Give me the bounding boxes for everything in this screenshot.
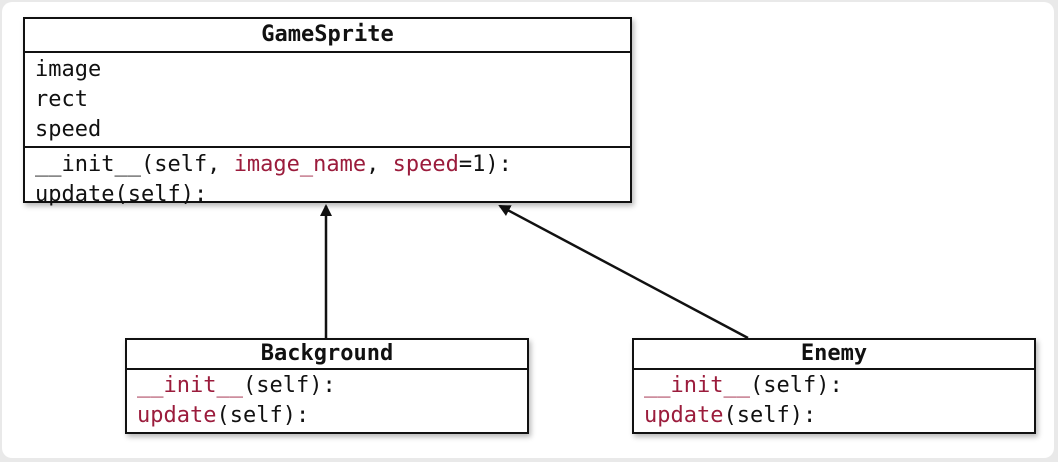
method-args: (self): bbox=[242, 373, 336, 398]
method-section: __init__(self): update(self): bbox=[127, 370, 527, 433]
method-update: update(self): bbox=[35, 180, 630, 210]
class-name: GameSprite bbox=[25, 19, 630, 53]
method-text: update(self): bbox=[35, 182, 208, 207]
method-init: __init__(self, image_name, speed=1): bbox=[35, 150, 630, 180]
method-section: __init__(self, image_name, speed=1): upd… bbox=[25, 146, 630, 212]
attribute-rect: rect bbox=[35, 87, 88, 112]
method-section: __init__(self): update(self): bbox=[634, 370, 1034, 433]
class-enemy: Enemy __init__(self): update(self): bbox=[632, 338, 1036, 434]
attribute-image: image bbox=[35, 57, 102, 82]
class-name: Background bbox=[127, 340, 527, 370]
method-init: __init__(self): bbox=[644, 371, 1034, 401]
method-text: __init__(self, bbox=[35, 152, 234, 177]
enemy-inheritance-arrow bbox=[498, 204, 749, 340]
method-update: update(self): bbox=[644, 401, 1034, 431]
class-gamesprite: GameSprite image rect speed __init__(sel… bbox=[23, 17, 632, 207]
method-name: __init__ bbox=[137, 373, 243, 398]
attribute-speed: speed bbox=[35, 117, 102, 142]
method-text: =1): bbox=[458, 152, 512, 177]
method-update: update(self): bbox=[137, 401, 527, 431]
method-name: __init__ bbox=[644, 373, 750, 398]
attribute-section: image rect speed bbox=[25, 53, 630, 146]
method-name: update bbox=[137, 403, 217, 428]
method-name: update bbox=[644, 403, 724, 428]
class-background: Background __init__(self): update(self): bbox=[125, 338, 529, 434]
method-args: (self): bbox=[749, 373, 843, 398]
method-init: __init__(self): bbox=[137, 371, 527, 401]
param-speed: speed bbox=[392, 152, 459, 177]
method-args: (self): bbox=[723, 403, 817, 428]
method-text: , bbox=[366, 152, 393, 177]
class-name: Enemy bbox=[634, 340, 1034, 370]
method-args: (self): bbox=[216, 403, 310, 428]
param-image-name: image_name bbox=[233, 152, 367, 177]
